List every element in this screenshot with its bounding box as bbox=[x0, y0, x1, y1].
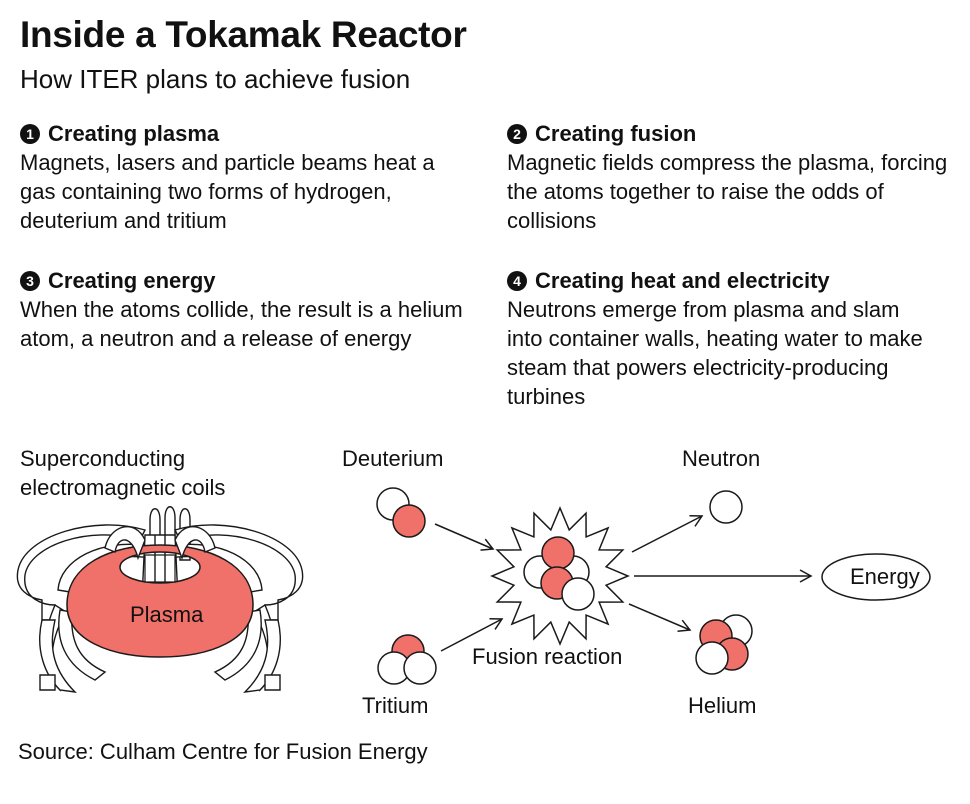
tritium-atom-icon bbox=[377, 634, 437, 685]
page-title: Inside a Tokamak Reactor bbox=[20, 14, 467, 55]
step-body: Magnetic fields compress the plasma, for… bbox=[507, 150, 948, 233]
arrow-tritium-to-fusion bbox=[440, 618, 504, 652]
step-title: Creating fusion bbox=[535, 121, 697, 146]
source-note: Source: Culham Centre for Fusion Energy bbox=[18, 739, 428, 764]
step-creating-plasma: 1 Creating plasma Magnets, lasers and pa… bbox=[20, 120, 480, 235]
coil-icon bbox=[39, 674, 56, 691]
arrow-fusion-to-helium bbox=[628, 603, 692, 632]
coil-icon bbox=[104, 526, 146, 561]
step-body: When the atoms collide, the result is a … bbox=[20, 297, 463, 351]
arrow-fusion-to-neutron bbox=[631, 514, 704, 553]
coils-label: Superconducting electromagnetic coils bbox=[20, 446, 226, 500]
tokamak-illustration bbox=[16, 506, 304, 693]
step-creating-heat-and-electricity: 4 Creating heat and electricity Neutrons… bbox=[507, 267, 967, 411]
step-body: Neutrons emerge from plasma and slam int… bbox=[507, 297, 923, 409]
step-number-badge: 4 bbox=[507, 271, 527, 291]
coil-icon bbox=[264, 674, 281, 691]
step-title: Creating heat and electricity bbox=[535, 268, 830, 293]
step-creating-energy: 3 Creating energy When the atoms collide… bbox=[20, 267, 480, 353]
coil-icon bbox=[174, 526, 216, 561]
energy-label: Energy bbox=[850, 564, 920, 589]
helium-atom-icon bbox=[695, 614, 753, 675]
tritium-label: Tritium bbox=[362, 693, 429, 718]
neutron-label: Neutron bbox=[682, 446, 761, 471]
step-number-badge: 2 bbox=[507, 124, 527, 144]
energy-ellipse bbox=[821, 553, 931, 601]
step-number-badge: 3 bbox=[20, 271, 40, 291]
step-body: Magnets, lasers and particle beams heat … bbox=[20, 150, 435, 233]
helium-label: Helium bbox=[688, 693, 757, 718]
fusion-reaction-label: Fusion reaction bbox=[472, 644, 623, 669]
step-title: Creating plasma bbox=[48, 121, 220, 146]
arrow-deuterium-to-fusion bbox=[434, 523, 495, 551]
fusion-burst-icon bbox=[490, 506, 630, 646]
plasma-torus bbox=[66, 544, 254, 658]
step-title: Creating energy bbox=[48, 268, 216, 293]
step-number-badge: 1 bbox=[20, 124, 40, 144]
page-subtitle: How ITER plans to achieve fusion bbox=[20, 64, 411, 94]
plasma-label: Plasma bbox=[130, 602, 204, 627]
deuterium-label: Deuterium bbox=[342, 446, 444, 471]
deuterium-atom-icon bbox=[376, 487, 426, 538]
step-creating-fusion: 2 Creating fusion Magnetic fields compre… bbox=[507, 120, 967, 235]
neutron-icon bbox=[709, 490, 743, 524]
